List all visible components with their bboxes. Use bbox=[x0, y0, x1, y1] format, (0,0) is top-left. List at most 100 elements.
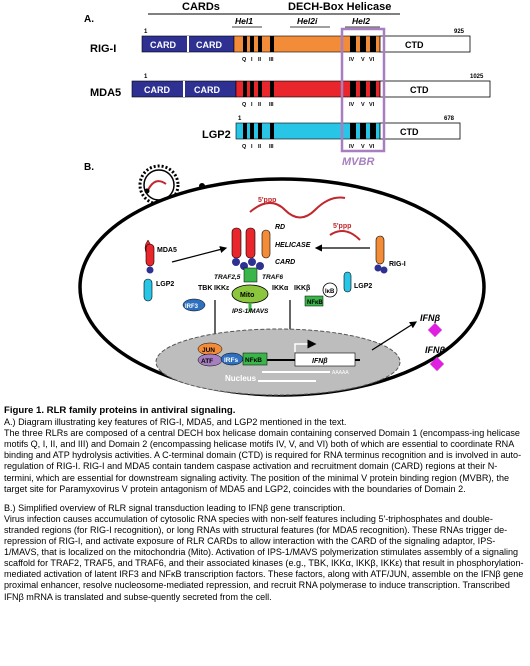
ikb-node bbox=[322, 282, 338, 298]
nucleus bbox=[155, 328, 401, 396]
irf3-label: IRF3 bbox=[185, 304, 199, 310]
rig-i-length: 925 bbox=[454, 29, 465, 35]
ifnb-out-2-diamond bbox=[429, 356, 445, 372]
ifnb-out-1-label: IFNβ bbox=[420, 313, 440, 323]
nucleus-label: Nucleus bbox=[225, 374, 257, 383]
mda5-ctd bbox=[379, 80, 491, 98]
viral-rna-mid bbox=[329, 230, 361, 241]
viral-rna-top bbox=[249, 196, 346, 219]
rig-i-name: RIG-I bbox=[90, 43, 116, 55]
mda5-motif-v: V bbox=[361, 102, 365, 108]
panel-b: B. 5'ppp 5'ppp bbox=[78, 162, 486, 397]
ifnb-gene bbox=[294, 352, 356, 367]
mda5-ctd-label: CTD bbox=[410, 85, 429, 95]
lgp2-left: LGP2 bbox=[143, 278, 174, 302]
caption-title: Figure 1. RLR family proteins in antivir… bbox=[4, 405, 236, 416]
rig-i-ctd-label: CTD bbox=[405, 40, 424, 50]
arrow-mda5-to-complex bbox=[171, 246, 228, 263]
hel1-label: Hel1 bbox=[235, 16, 253, 26]
mda5-card2: CARD bbox=[194, 85, 220, 95]
lgp2-right-label: LGP2 bbox=[354, 283, 372, 290]
lgp2-start: 1 bbox=[238, 116, 242, 122]
rlr-activated-complex: RD HELICASE CARD bbox=[231, 224, 311, 270]
rig-i-card1: CARD bbox=[150, 40, 176, 50]
ifnb-out-1-diamond bbox=[427, 322, 443, 338]
mda5-card1: CARD bbox=[144, 85, 170, 95]
mda5-motif-q: Q bbox=[242, 102, 247, 108]
lgp2-right: LGP2 bbox=[343, 271, 372, 293]
lgp2-ctd bbox=[379, 122, 461, 140]
panel-a-label: A. bbox=[84, 14, 94, 25]
irf3-node bbox=[182, 298, 206, 312]
transcription-start-arrow bbox=[294, 339, 317, 352]
traf6-label: TRAF6 bbox=[262, 274, 283, 281]
mda5-inactive: MDA5 bbox=[144, 239, 177, 274]
lgp2-name: LGP2 bbox=[202, 129, 231, 141]
rd-label: RD bbox=[275, 224, 285, 231]
ikb-label: IκB bbox=[325, 289, 335, 295]
lgp2-ctd-label: CTD bbox=[400, 127, 419, 137]
rig-i-ctd bbox=[379, 35, 471, 53]
mda5-motif-iii: III bbox=[269, 102, 274, 108]
rig-i-domain-bar: RIG-I 1 CARD CARD CTD 925 Q I II III IV … bbox=[90, 29, 471, 63]
panel-b-label: B. bbox=[84, 162, 94, 173]
lgp2-motif-i: I bbox=[251, 144, 253, 150]
ikke-label: IKKε bbox=[214, 285, 230, 292]
rig-i-helicase bbox=[233, 35, 381, 53]
panel-a: A. CARDs DECH-Box Helicase Hel1 Hel2i He… bbox=[84, 1, 491, 168]
ikkb-label: IKKβ bbox=[294, 285, 311, 292]
traf25-label: TRAF2,5 bbox=[214, 274, 241, 281]
mda5-length: 1025 bbox=[470, 74, 484, 80]
lgp2-left-label: LGP2 bbox=[156, 281, 174, 288]
mvbr-box bbox=[340, 27, 386, 153]
hel2i-label: Hel2i bbox=[297, 16, 318, 26]
lgp2-motif-vi: VI bbox=[369, 144, 375, 150]
header-cards: CARDs bbox=[182, 1, 220, 13]
motif-i: I bbox=[251, 57, 253, 63]
irfs-label: IRFs bbox=[224, 357, 238, 364]
caption-a-intro: A.) Diagram illustrating key features of… bbox=[4, 417, 347, 428]
lgp2-length: 678 bbox=[444, 116, 455, 122]
ifnb-gene-label: IFNβ bbox=[312, 358, 328, 365]
mda5-motif-ii: II bbox=[258, 102, 262, 108]
enhanceosome: JUN ATF IRFs NFκB bbox=[197, 342, 268, 367]
mda5-helicase bbox=[235, 80, 381, 98]
hel2-label: Hel2 bbox=[352, 16, 370, 26]
traf-scaffold bbox=[243, 267, 258, 283]
mito-label: Mito bbox=[240, 292, 254, 299]
lgp2-motif-v: V bbox=[361, 144, 365, 150]
mda5-motif-iv: IV bbox=[349, 102, 355, 108]
mda5-start: 1 bbox=[144, 74, 148, 80]
motif-ii: II bbox=[258, 57, 262, 63]
figure-1-diagram: A. CARDs DECH-Box Helicase Hel1 Hel2i He… bbox=[78, 1, 491, 397]
caption-b-body: Virus infection causes accumulation of c… bbox=[4, 513, 524, 602]
motif-iii: III bbox=[269, 57, 274, 63]
lgp2-domain-bar: LGP2 1 CTD 678 Q I II III IV V VI bbox=[202, 116, 461, 150]
nfkb-nuclear-label: NFκB bbox=[245, 357, 262, 364]
mda5-domain-bar: MDA5 1 CARD CARD CTD 1025 Q I II III IV … bbox=[90, 74, 491, 108]
mda5-motif-i: I bbox=[251, 102, 253, 108]
motif-v: V bbox=[361, 57, 365, 63]
motif-q: Q bbox=[242, 57, 247, 63]
motif-vi: VI bbox=[369, 57, 375, 63]
helicase-label: HELICASE bbox=[275, 242, 311, 249]
lgp2-helicase bbox=[235, 122, 381, 140]
mvbr-label: MVBR bbox=[342, 156, 374, 168]
rig-i-label: RIG-I bbox=[389, 261, 406, 268]
polya-1: AAAAA bbox=[332, 370, 349, 376]
lgp2-motif-ii: II bbox=[258, 144, 262, 150]
ppp-label-b: 5'ppp bbox=[333, 223, 351, 230]
ikka-label: IKKα bbox=[272, 285, 289, 292]
mda5-label: MDA5 bbox=[157, 247, 177, 254]
rig-i-start: 1 bbox=[144, 29, 148, 35]
header-helicase: DECH-Box Helicase bbox=[288, 1, 391, 13]
atf-label: ATF bbox=[201, 358, 213, 365]
lgp2-motif-q: Q bbox=[242, 144, 247, 150]
nfkb-node bbox=[304, 295, 324, 307]
ifnb-out-2-label: IFNβ bbox=[425, 345, 445, 355]
mda5-name: MDA5 bbox=[90, 87, 121, 99]
ppp-label-a: 5'ppp bbox=[258, 197, 276, 204]
ips1-label: IPS-1/MAVS bbox=[232, 308, 269, 315]
lgp2-motif-iii: III bbox=[269, 144, 274, 150]
caption-b-intro: B.) Simplified overview of RLR signal tr… bbox=[4, 502, 346, 513]
